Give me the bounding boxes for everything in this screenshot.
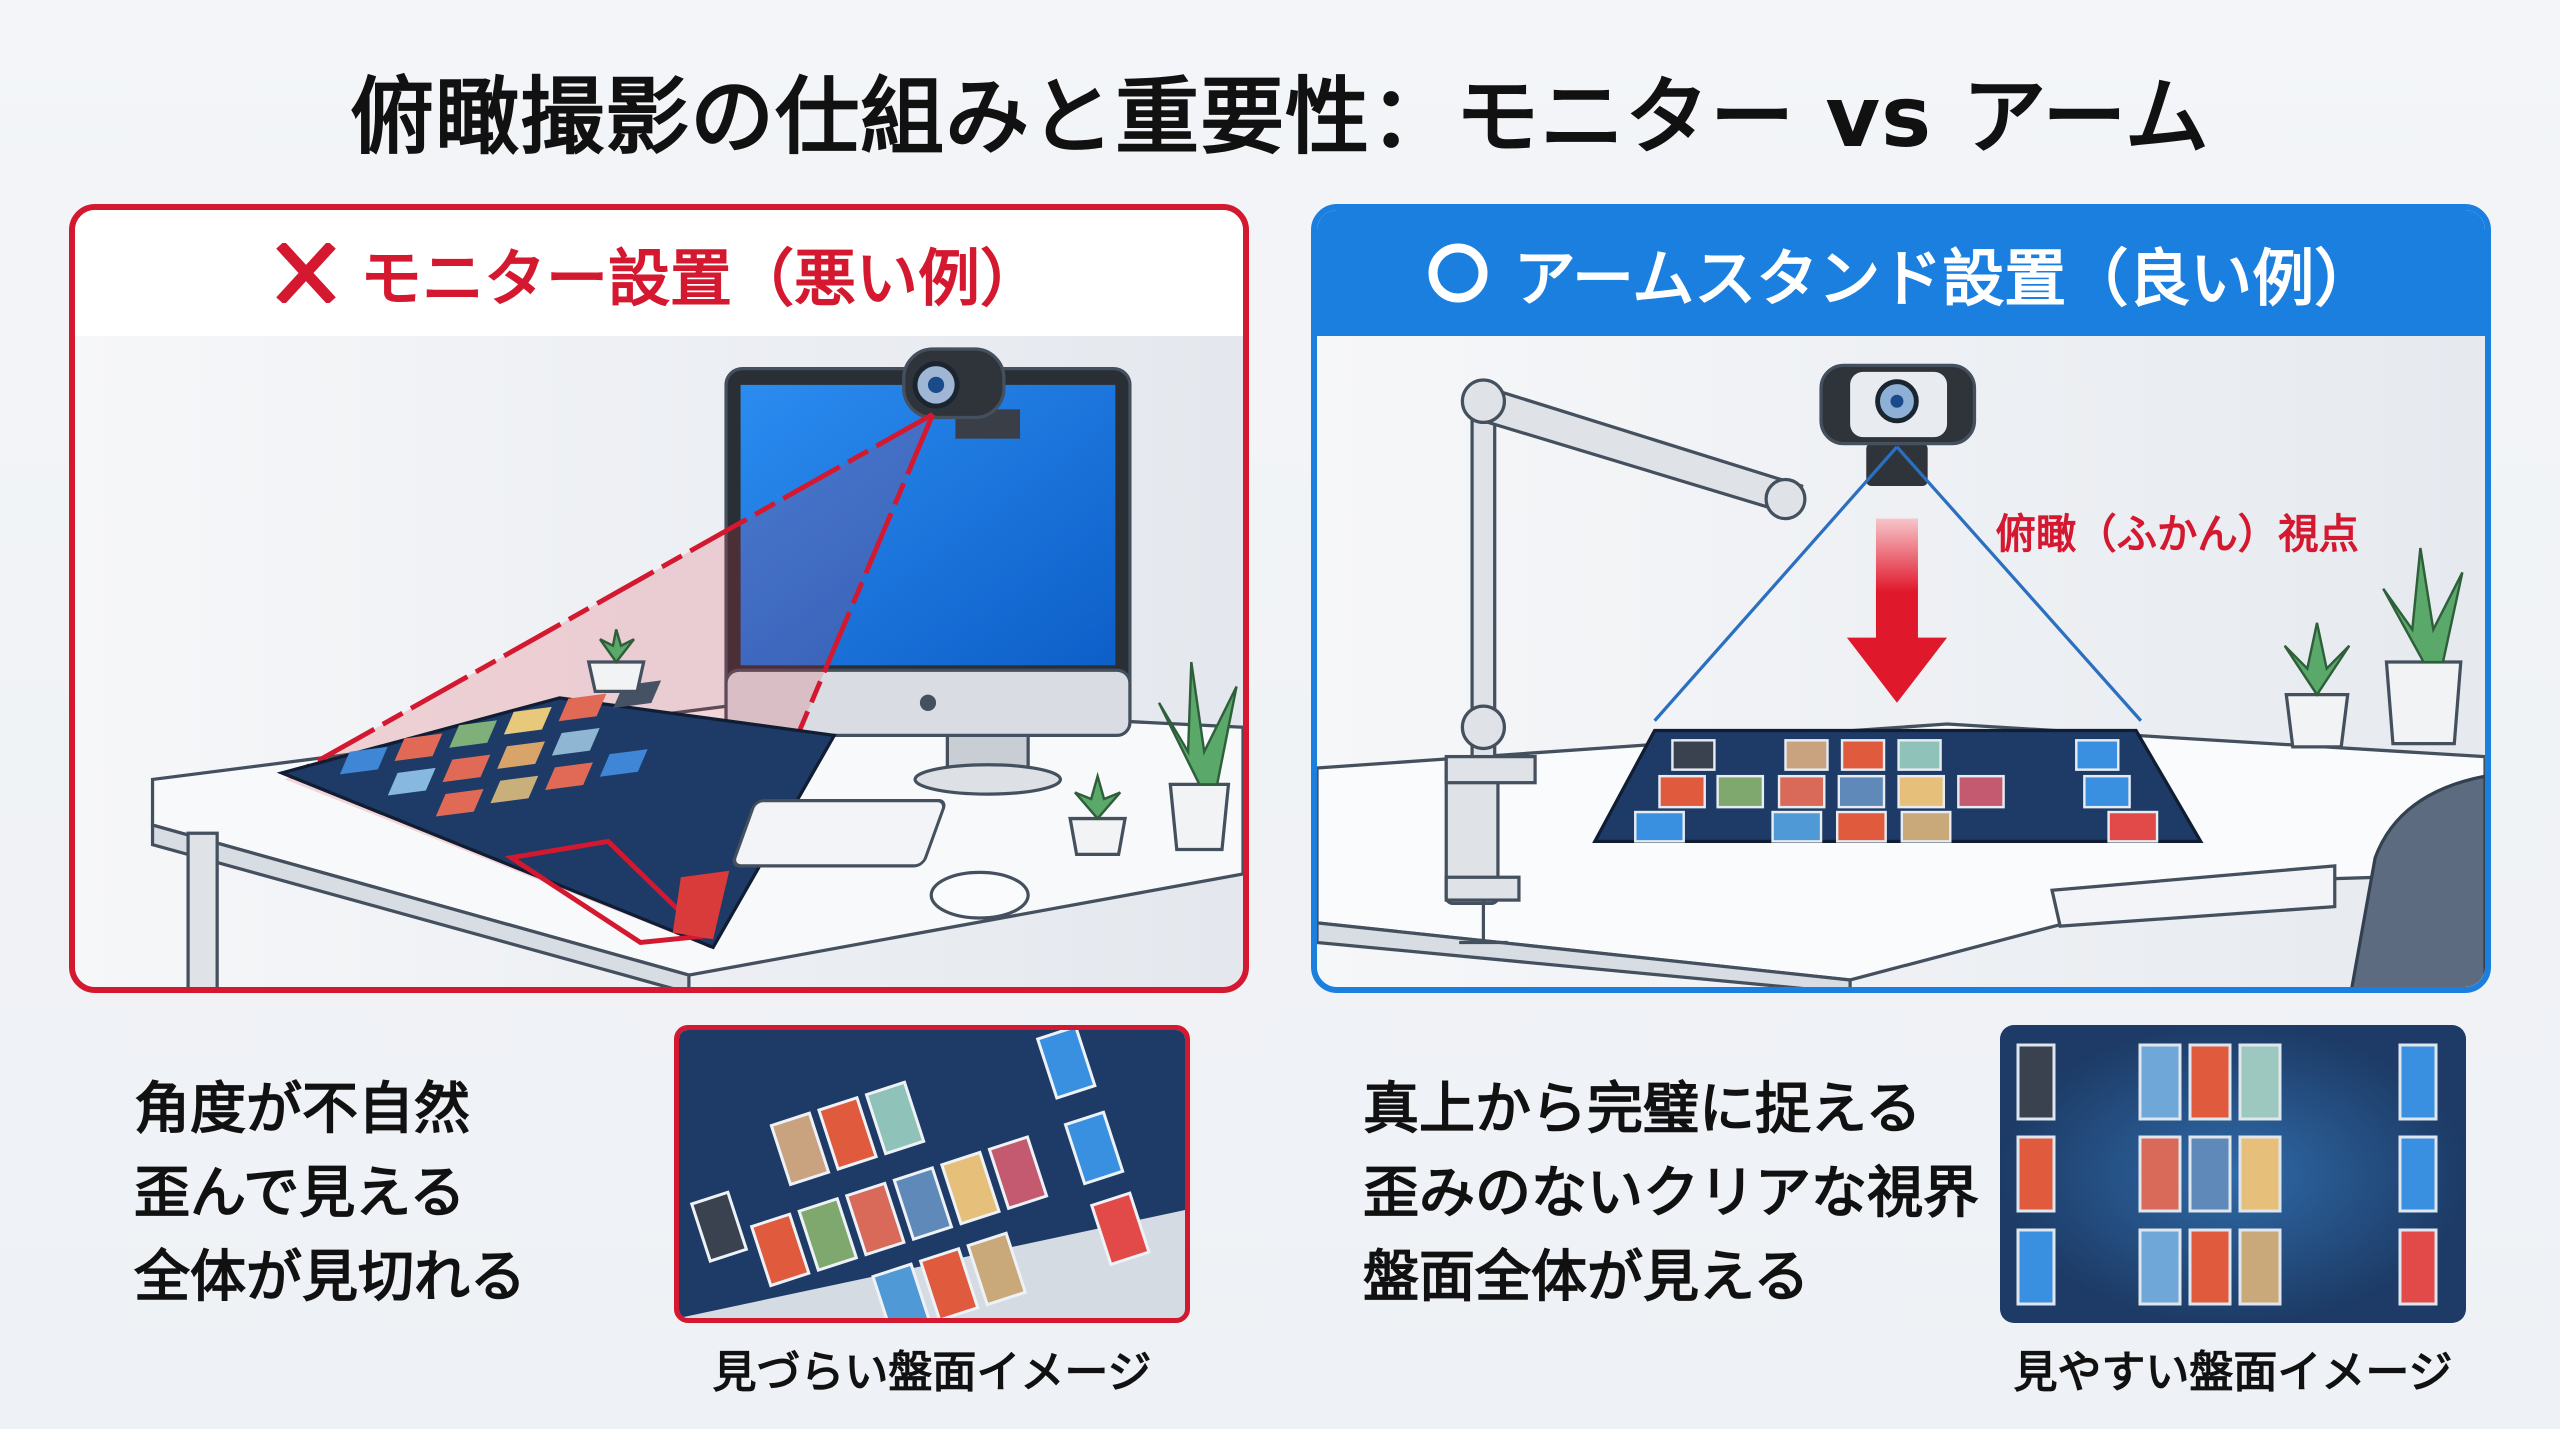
webcam-icon [1819,363,1977,486]
circle-icon [1426,241,1490,305]
good-point: 盤面全体が見える [1363,1245,1810,1310]
arm-stand-setup-illustration: 俯瞰（ふかん）視点 [1317,336,2485,987]
plant-icon [2382,547,2464,746]
easy-to-see-board-thumbnail [2000,1025,2466,1323]
chair [2350,774,2485,987]
bad-example-panel: モニター設置（悪い例） [69,204,1249,993]
monitor [724,366,1132,796]
good-example-header: アームスタンド設置（良い例） [1317,210,2485,336]
good-point: 真上から完璧に捉える [1363,1077,1922,1142]
good-example-heading: アームスタンド設置（良い例） [1513,242,2377,315]
good-thumbnail-caption: 見やすい盤面イメージ [2013,1347,2453,1398]
plant-icon [1068,771,1128,857]
webcam-icon [902,347,1021,439]
bad-thumbnail-caption: 見づらい盤面イメージ [712,1347,1152,1398]
camera-view-lines [1653,445,2143,722]
page-title: 俯瞰撮影の仕組みと重要性：モニター vs アーム [350,68,2210,166]
monitor-setup-illustration [75,336,1243,987]
bad-example-header: モニター設置（悪い例） [75,210,1243,336]
bad-point: 全体が見切れる [134,1245,526,1310]
playmat [1592,728,2204,844]
desk [1317,722,2485,987]
bad-point: 歪んで見える [134,1161,466,1226]
plant-icon [2283,622,2351,749]
bad-example-points: 角度が不自然 歪んで見える 全体が見切れる [134,1068,526,1320]
good-example-points: 真上から完璧に捉える 歪みのないクリアな視界 盤面全体が見える [1363,1068,1979,1320]
plant-icon [1157,661,1238,852]
good-point: 歪みのないクリアな視界 [1363,1161,1979,1226]
playmat [276,680,837,950]
down-arrow-icon [1846,518,1948,703]
arm-stand [1444,378,1807,945]
hard-to-see-board-thumbnail [674,1025,1190,1323]
keyboard [732,798,946,868]
plant-icon [586,629,646,694]
viewpoint-label: 俯瞰（ふかん）視点 [1996,510,2359,558]
cross-icon [276,243,336,303]
mouse [929,870,1030,920]
good-example-panel: アームスタンド設置（良い例） [1311,204,2491,993]
keyboard [2050,864,2337,928]
bad-point: 角度が不自然 [134,1077,470,1142]
bad-example-heading: モニター設置（悪い例） [359,242,1042,315]
